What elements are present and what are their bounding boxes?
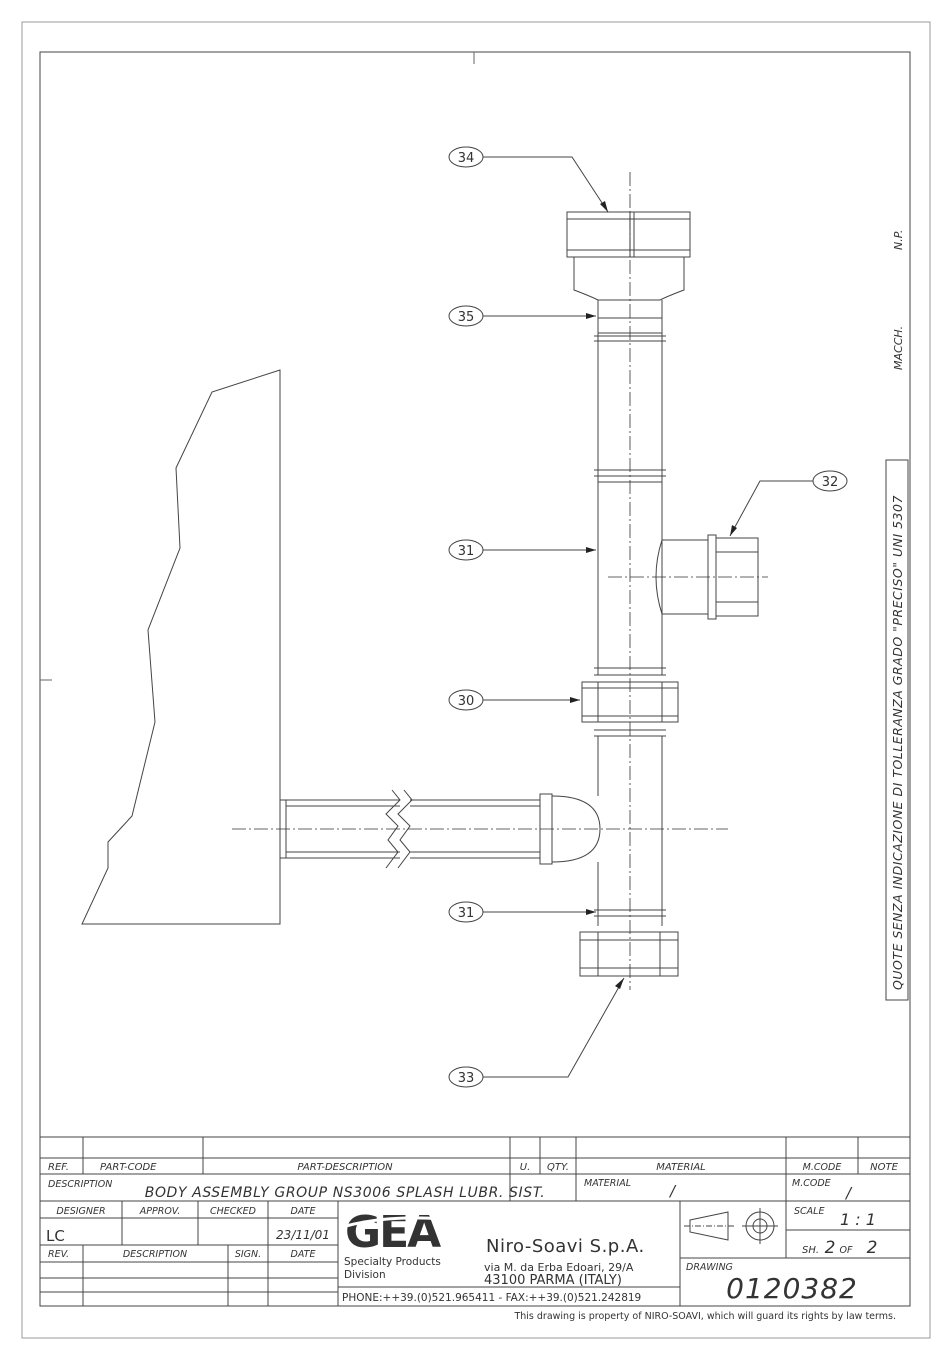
inner-frame [39,51,911,1307]
svg-text:MACCH.: MACCH. [892,326,905,370]
svg-text:BODY ASSEMBLY GROUP NS3006 SPL: BODY ASSEMBLY GROUP NS3006 SPLASH LUBR. … [145,1185,546,1201]
callout-34: 34 [448,146,609,213]
svg-text:31: 31 [458,906,475,921]
svg-text:REV.: REV. [48,1249,69,1260]
gea-logo: GEA [345,1207,441,1258]
svg-text:SH.: SH. [802,1245,819,1256]
svg-text:PHONE:++39.(0)521.965411 - FAX: PHONE:++39.(0)521.965411 - FAX:++39.(0)5… [342,1292,641,1304]
svg-text:APPROV.: APPROV. [139,1206,180,1217]
callout-35: 35 [448,305,596,327]
callout-33: 33 [448,977,625,1088]
svg-text:43100 PARMA (ITALY): 43100 PARMA (ITALY) [484,1273,622,1288]
outer-frame [21,21,931,1339]
svg-text:QUOTE SENZA INDICAZIONE DI TOL: QUOTE SENZA INDICAZIONE DI TOLLERANZA GR… [890,495,905,990]
horizontal-pipe [279,789,601,869]
svg-text:DRAWING: DRAWING [686,1262,733,1273]
callout-31-upper: 31 [448,539,596,561]
svg-text:PART-CODE: PART-CODE [100,1162,157,1173]
bottom-nut [579,931,679,977]
svg-text:34: 34 [458,151,475,166]
svg-text:SIGN.: SIGN. [235,1249,261,1260]
svg-text:MATERIAL: MATERIAL [656,1162,705,1173]
projection-symbol-icon [684,1208,778,1244]
svg-text:OF: OF [840,1245,853,1256]
svg-text:DESCRIPTION: DESCRIPTION [48,1179,112,1190]
svg-text:/: / [844,1184,853,1202]
body-wall [81,369,281,925]
svg-text:0120382: 0120382 [726,1272,858,1305]
callout-32: 32 [729,470,848,537]
svg-text:QTY.: QTY. [547,1162,569,1173]
svg-text:PART-DESCRIPTION: PART-DESCRIPTION [297,1162,393,1173]
svg-text:31: 31 [458,544,475,559]
svg-text:2: 2 [867,1238,878,1258]
svg-text:23/11/01: 23/11/01 [276,1228,330,1242]
svg-text:DESIGNER: DESIGNER [56,1206,105,1217]
svg-text:33: 33 [458,1071,475,1086]
svg-text:MATERIAL: MATERIAL [584,1178,631,1189]
svg-text:Niro-Soavi S.p.A.: Niro-Soavi S.p.A. [486,1236,645,1257]
svg-text:DESCRIPTION: DESCRIPTION [123,1249,187,1260]
svg-text:32: 32 [822,475,839,490]
svg-text:30: 30 [458,694,475,709]
title-block [40,1136,910,1306]
svg-text:NOTE: NOTE [870,1162,898,1173]
svg-text:via M. da Erba Edoari, 29/A: via M. da Erba Edoari, 29/A [484,1261,634,1274]
svg-text:Specialty Products: Specialty Products [344,1256,441,1268]
svg-text:DATE: DATE [291,1206,316,1217]
svg-text:REF.: REF. [48,1162,69,1173]
svg-text:2: 2 [825,1238,836,1258]
callout-31-lower: 31 [448,901,596,923]
svg-text:35: 35 [458,310,475,325]
svg-text:DATE: DATE [291,1249,316,1260]
callout-30: 30 [448,689,580,711]
svg-text:N.P.: N.P. [892,230,905,250]
svg-text:This drawing is property of NI: This drawing is property of NIRO-SOAVI, … [513,1311,896,1322]
tolerance-note: QUOTE SENZA INDICAZIONE DI TOLLERANZA GR… [885,230,909,1001]
svg-text:/: / [668,1182,677,1200]
svg-text:M.CODE: M.CODE [803,1162,842,1173]
title-block-text: REF. PART-CODE PART-DESCRIPTION U. QTY. … [46,1162,899,1322]
center-lines [232,172,768,990]
svg-text:CHECKED: CHECKED [210,1206,256,1217]
svg-text:U.: U. [520,1162,531,1173]
svg-text:1 : 1: 1 : 1 [840,1210,876,1229]
gea-logo-swoosh [345,1216,471,1228]
svg-text:SCALE: SCALE [794,1206,824,1217]
svg-text:Division: Division [344,1269,386,1281]
svg-text:M.CODE: M.CODE [792,1178,831,1189]
vertical-assembly [566,211,759,977]
top-nut [566,211,691,258]
svg-text:LC: LC [46,1227,65,1245]
